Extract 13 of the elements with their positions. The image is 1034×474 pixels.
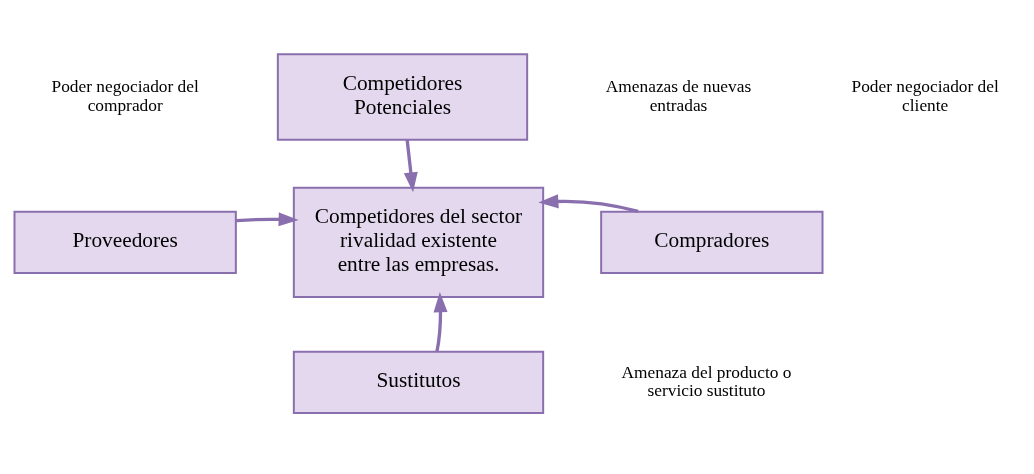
arrow (403, 139, 418, 193)
node-box: Proveedores (13, 210, 237, 274)
node-box: Competidores del sector rivalidad existente entre las empresas. (292, 186, 544, 298)
label: Poder negociador del cliente (851, 77, 999, 115)
arrow (433, 292, 448, 352)
label: Poder negociador del comprador (51, 77, 199, 115)
node-box: Sustitutos (292, 350, 544, 414)
label: Amenazas de nuevas entradas (605, 77, 751, 115)
node-box: Competidores Potenciales (276, 53, 528, 141)
arrow (537, 194, 639, 214)
node-box: Compradores (599, 210, 823, 274)
arrow (235, 212, 299, 227)
label: Amenaza del producto o servicio sustituto (621, 362, 791, 401)
